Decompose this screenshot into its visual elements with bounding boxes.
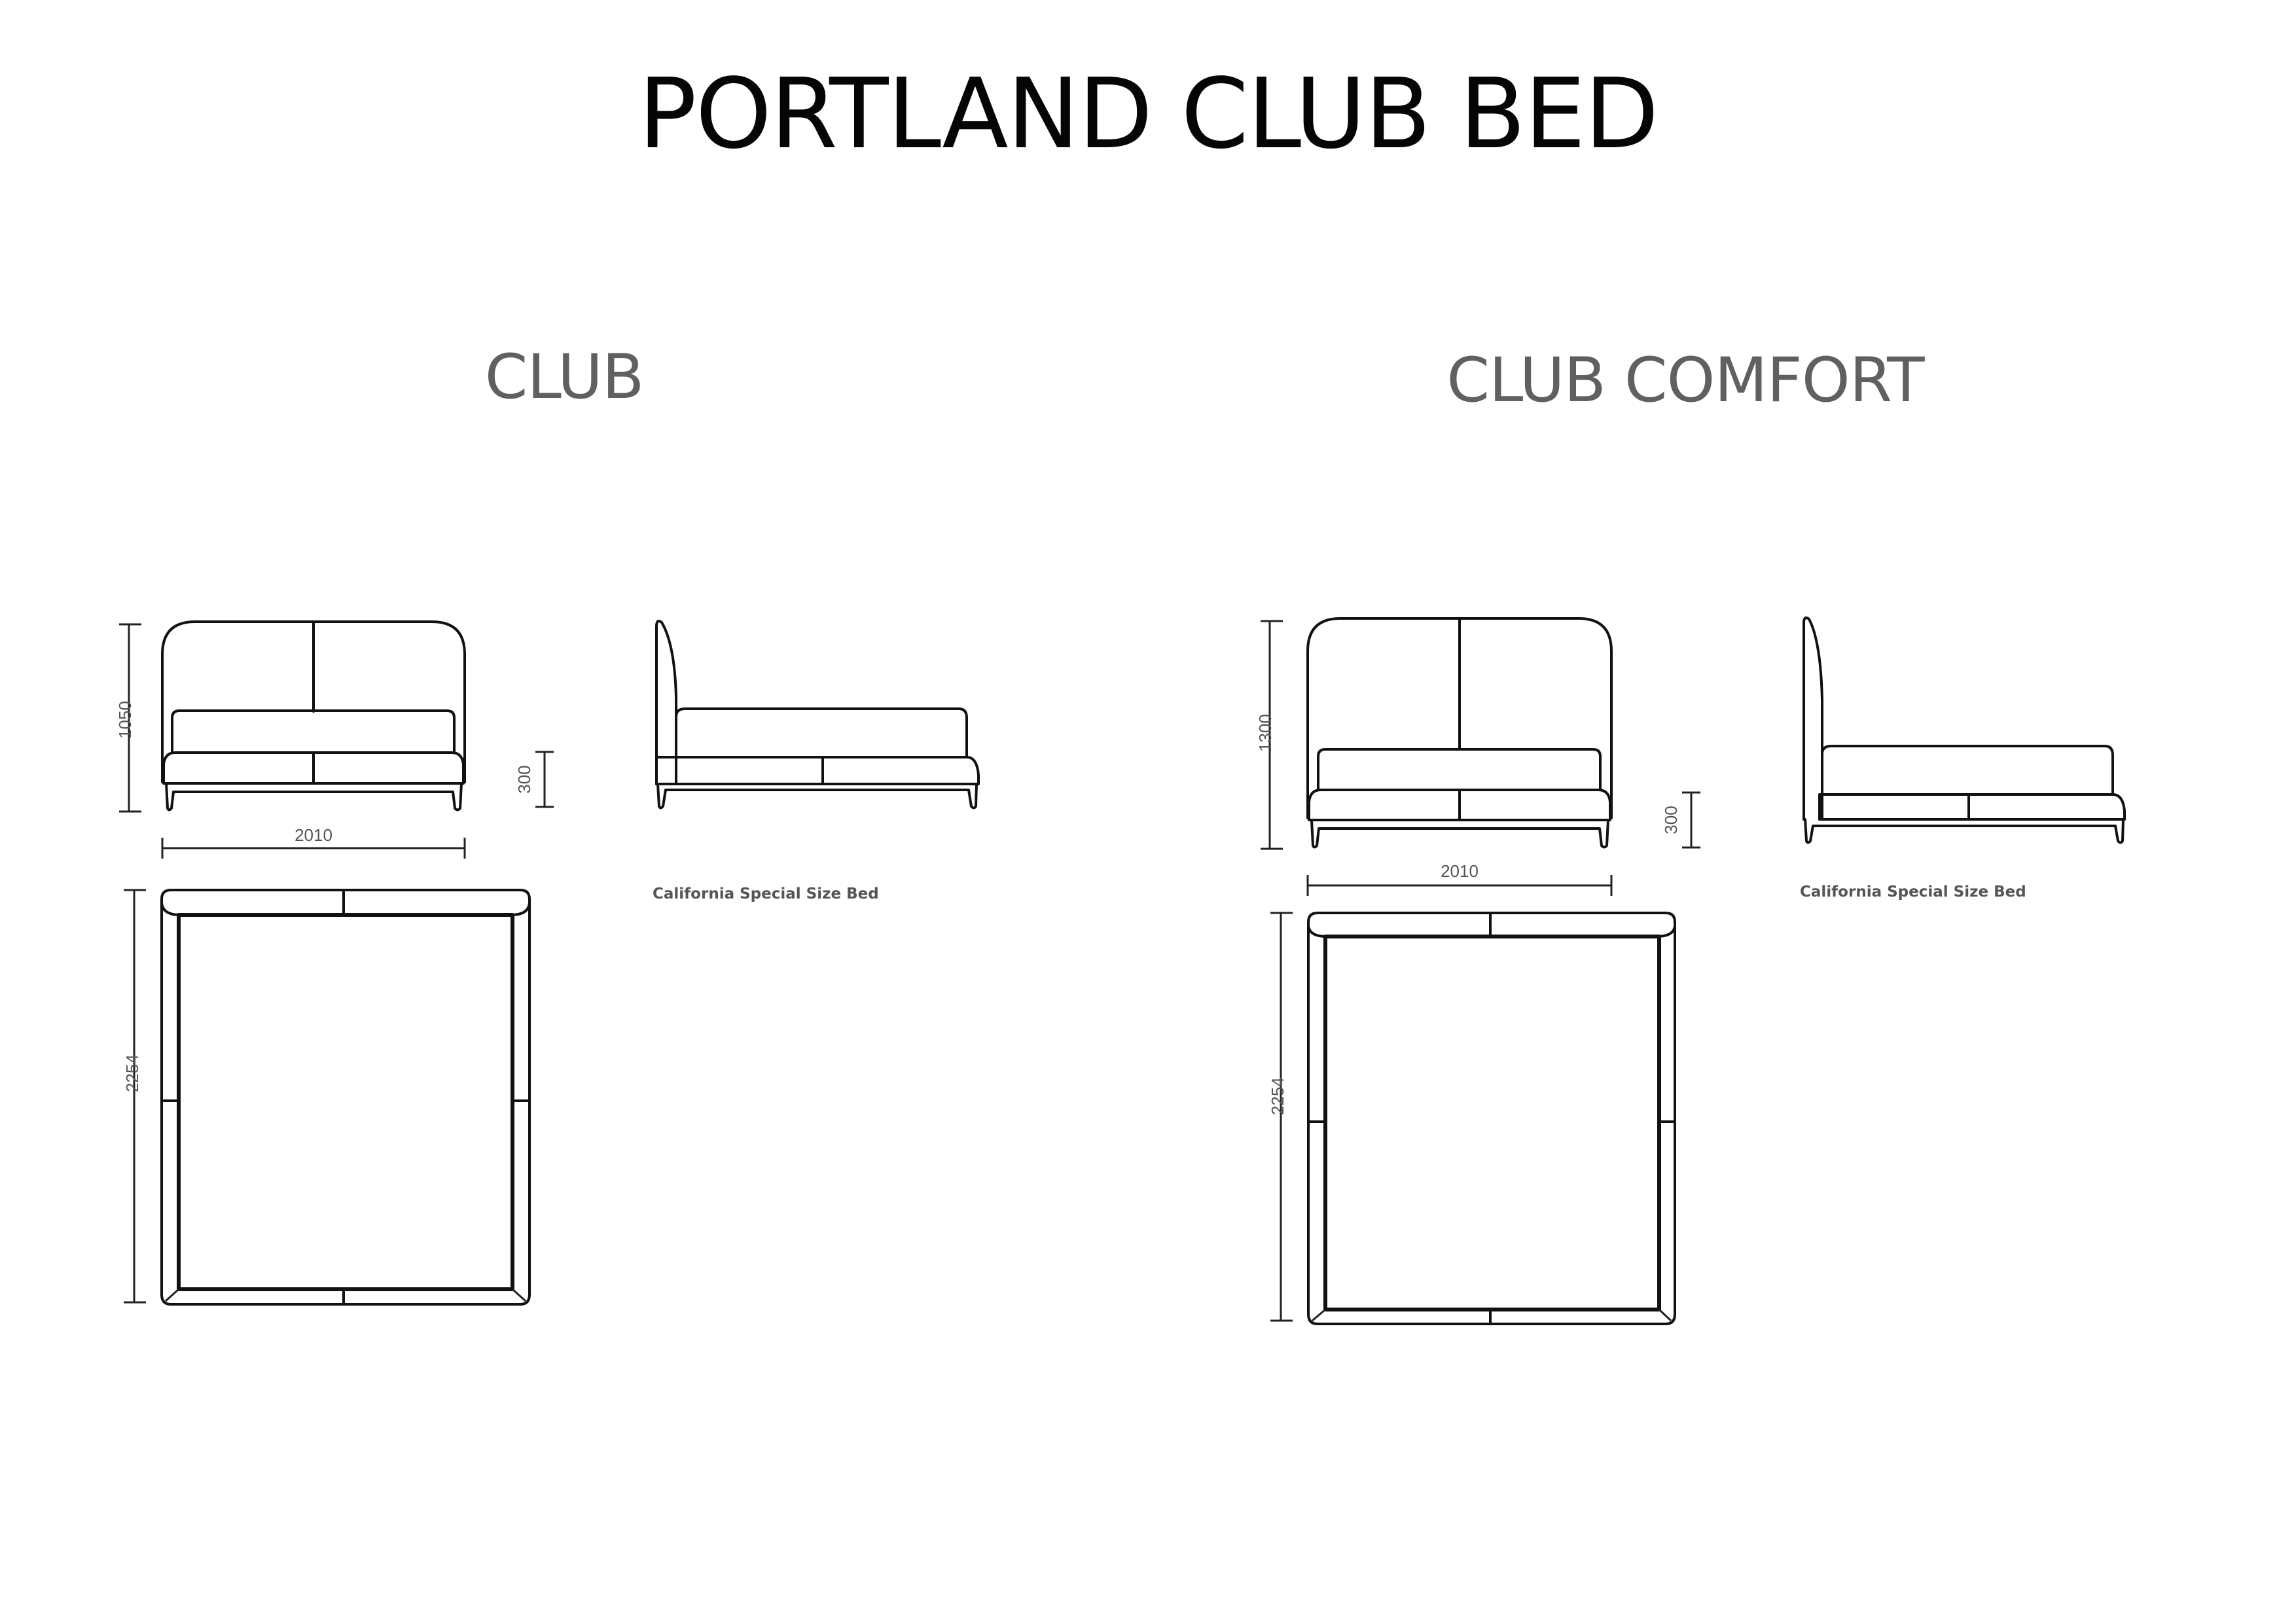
height-label: 1300 (1255, 714, 1275, 752)
model-title-club: CLUB (484, 342, 645, 413)
leg-height-dimension: 300 (514, 751, 554, 808)
headboard-profile (1803, 616, 1823, 821)
bed-base (1818, 793, 2126, 821)
club-comfort-plan-view: 2254 (1268, 912, 1676, 1325)
leg-height-label: 300 (514, 765, 534, 793)
backrest-cushion (1317, 748, 1602, 791)
height-label: 1050 (115, 701, 135, 739)
backrest-cushion (675, 707, 968, 757)
backrest-cushion (171, 709, 456, 754)
mattress (177, 913, 514, 1291)
height-dimension: 1050 (115, 623, 141, 813)
page-title: PORTLAND CLUB BED (638, 58, 1659, 170)
length-dimension: 2254 (122, 889, 146, 1304)
leg-height-label: 300 (1661, 806, 1681, 834)
width-label: 2010 (1441, 861, 1479, 881)
club-side-view: California Special Size Bed (653, 620, 980, 902)
bed-base (655, 756, 980, 785)
outer-frame (1307, 912, 1676, 1325)
height-dimension: 1300 (1255, 620, 1283, 850)
legs (1310, 819, 1609, 849)
length-label: 2254 (122, 1054, 142, 1092)
headboard-profile (655, 620, 677, 785)
outer-frame (160, 889, 531, 1306)
width-label: 2010 (295, 825, 332, 845)
mattress (1323, 935, 1661, 1311)
legs (656, 783, 978, 810)
bed-base (1308, 789, 1611, 821)
legs (1804, 818, 2125, 844)
side-view-caption: California Special Size Bed (653, 885, 879, 902)
length-dimension: 2254 (1268, 912, 1293, 1322)
width-dimension: 2010 (1306, 861, 1613, 896)
width-dimension: 2010 (161, 825, 466, 859)
leg-height-dimension: 300 (1661, 791, 1700, 849)
club-front-view: 1050 300 2010 (115, 620, 554, 859)
backrest-cushion (1821, 745, 2114, 794)
club-plan-view: 2254 (122, 889, 531, 1306)
side-view-caption: California Special Size Bed (1800, 883, 2026, 901)
club-comfort-front-view: 1300 300 2010 (1255, 617, 1700, 896)
bed-base (162, 751, 465, 785)
model-title-club-comfort: CLUB COMFORT (1446, 345, 1924, 416)
club-comfort-side-view: California Special Size Bed (1800, 616, 2126, 901)
legs (165, 782, 463, 812)
length-label: 2254 (1268, 1077, 1287, 1115)
